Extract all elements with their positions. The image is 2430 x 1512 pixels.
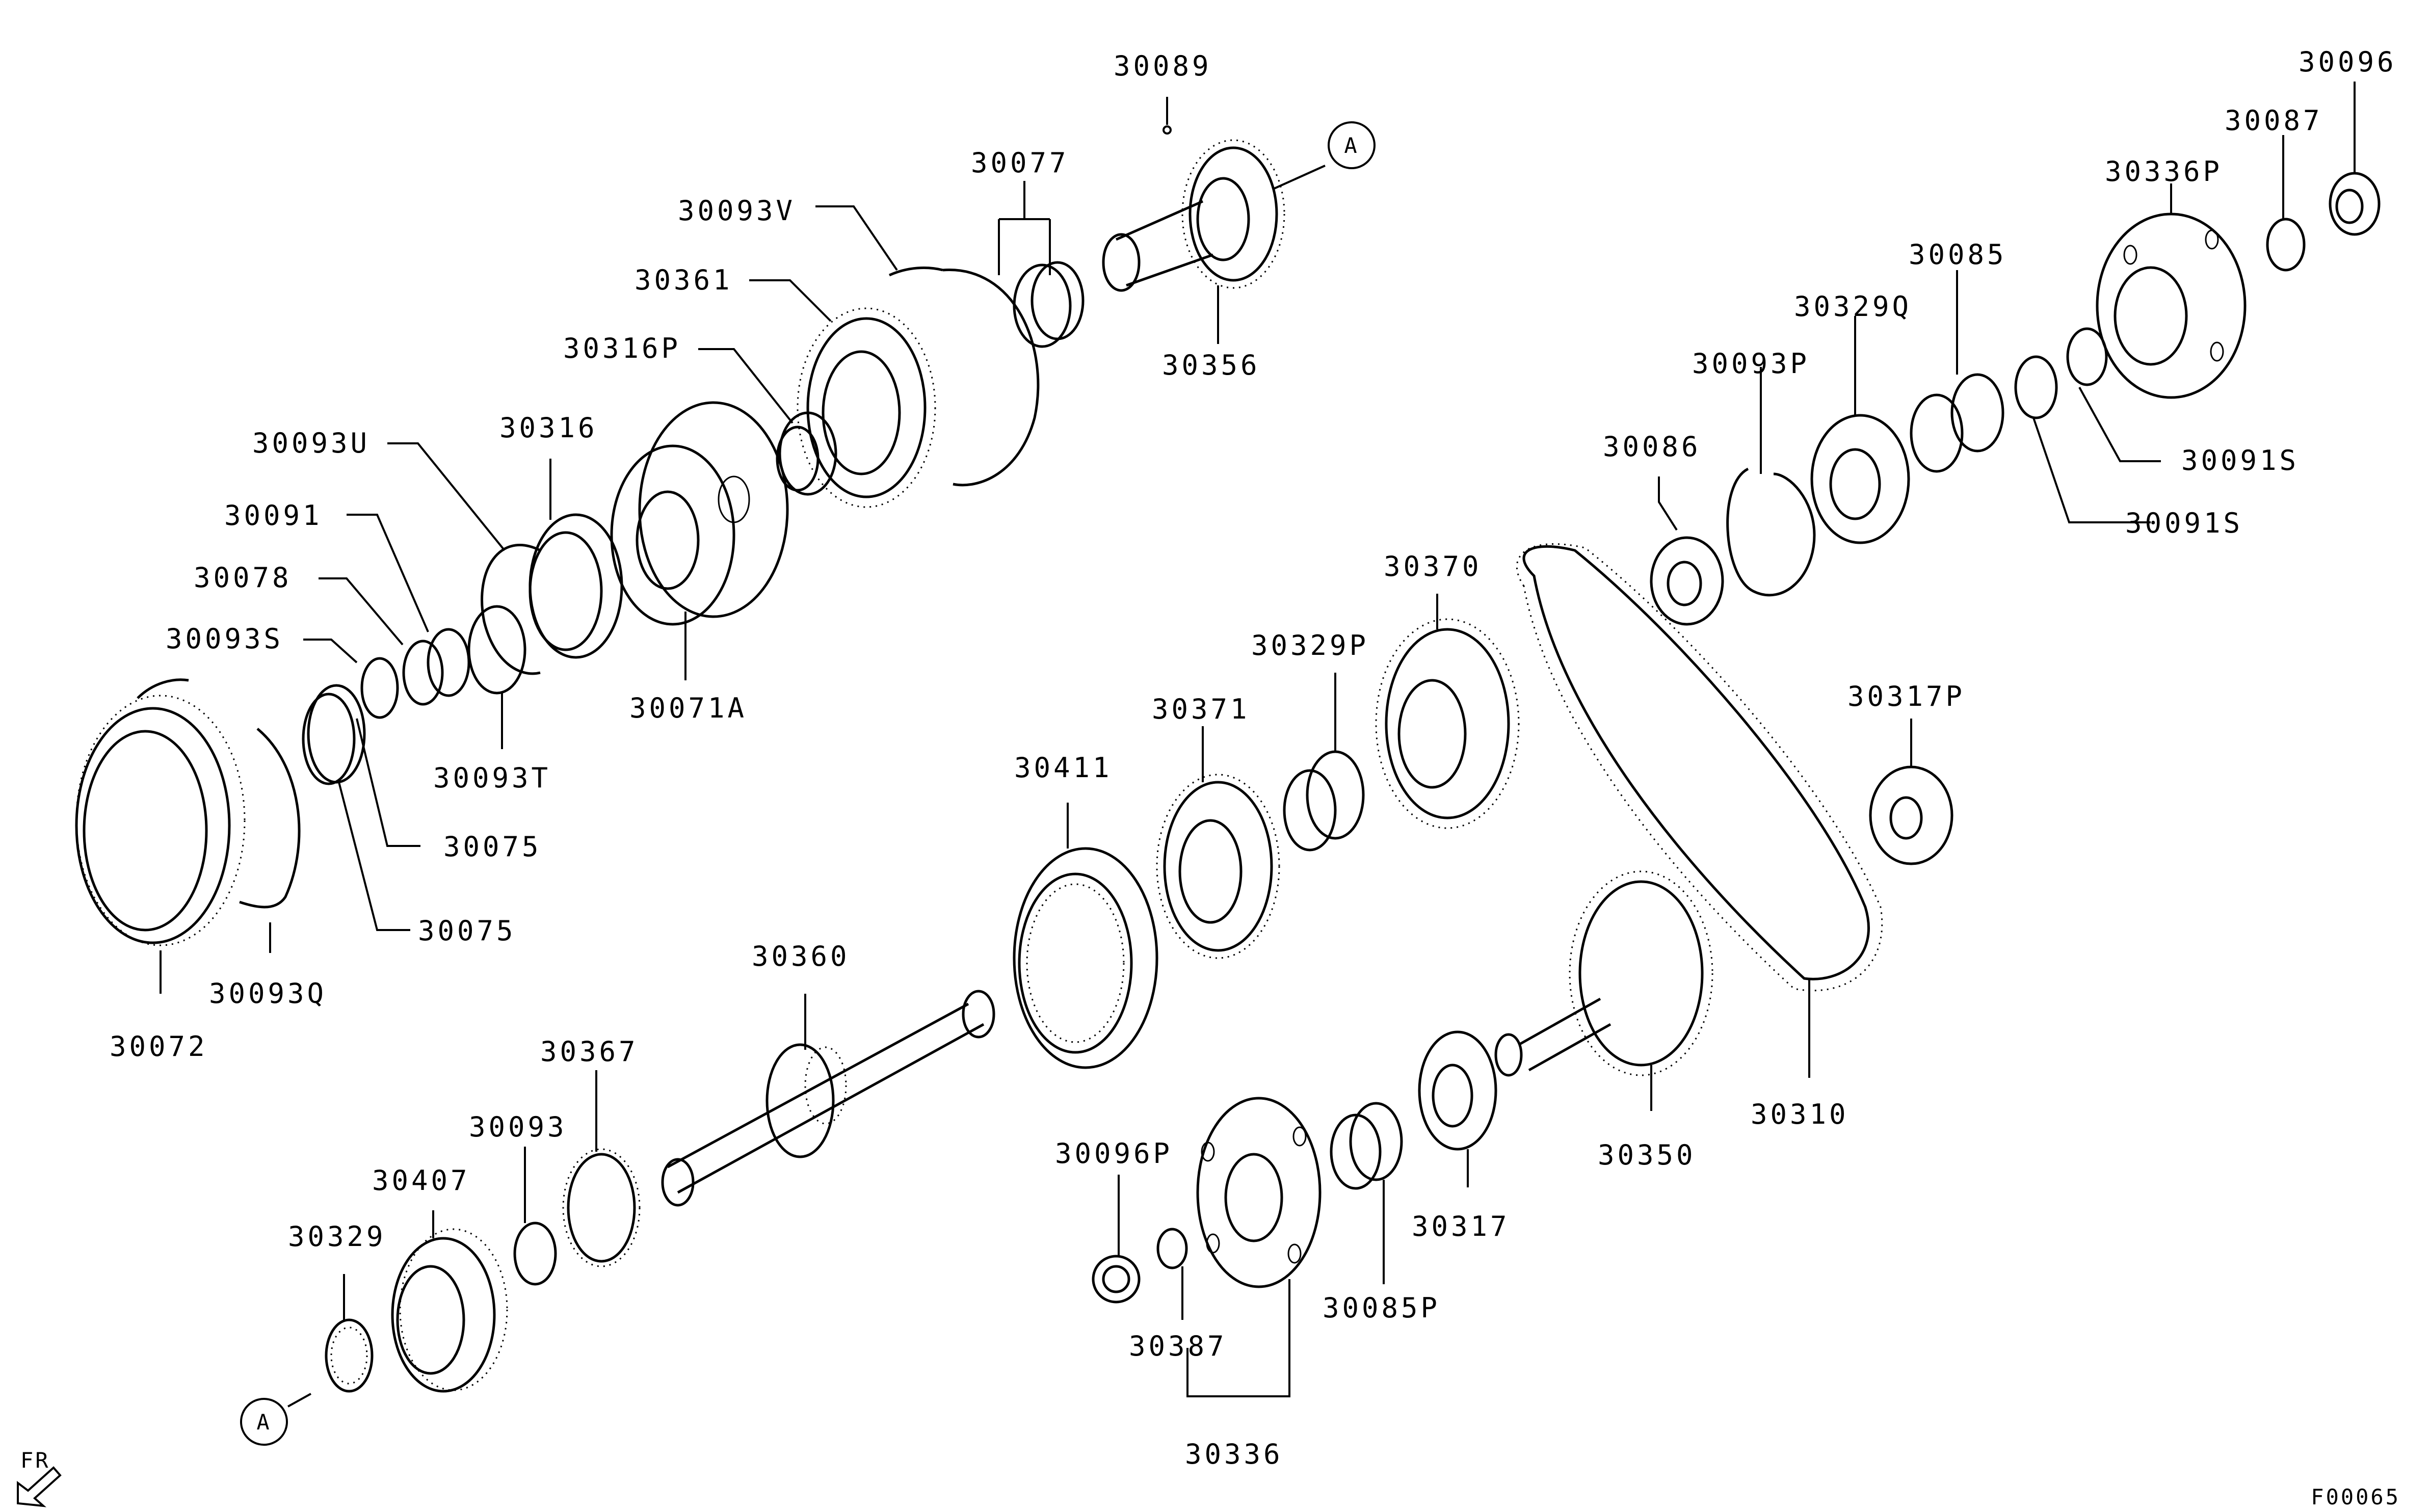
part-snap-ring-30093T: [467, 605, 526, 695]
label-30091Sa: 30091S: [2181, 444, 2299, 476]
svg-text:A: A: [1344, 133, 1359, 158]
label-30089: 30089: [1114, 50, 1212, 82]
label-30093: 30093: [469, 1111, 567, 1143]
label-30096: 30096: [2299, 46, 2397, 78]
leader-lines: [160, 82, 2356, 1408]
label-30387: 30387: [1129, 1330, 1227, 1362]
part-gear-30371: [1156, 774, 1280, 959]
part-nut-30096: [2329, 172, 2381, 236]
label-30371: 30371: [1152, 693, 1250, 725]
label-30091: 30091: [224, 499, 323, 532]
label-30356: 30356: [1162, 349, 1260, 381]
label-30329: 30329: [288, 1221, 386, 1253]
part-bearing-30329Q: [1810, 414, 1910, 544]
label-30360: 30360: [752, 940, 850, 972]
part-sleeve-30411: [1013, 847, 1158, 1069]
label-30075b: 30075: [418, 915, 516, 947]
part-flange-30336: [1196, 1097, 1322, 1288]
part-snap-ring-30093V: [888, 267, 1040, 487]
label-30093S: 30093S: [166, 623, 283, 655]
label-30093V: 30093V: [678, 195, 796, 227]
part-nut-30096P: [1092, 1255, 1141, 1304]
label-30087: 30087: [2225, 104, 2323, 137]
part-labels: 30089 30077 30093V 30361 30356 30316P 30…: [110, 46, 2397, 1470]
label-30370: 30370: [1384, 550, 1482, 582]
label-30329Q: 30329Q: [1794, 290, 1912, 323]
label-30361: 30361: [635, 264, 733, 296]
label-30077: 30077: [971, 147, 1069, 179]
label-30350: 30350: [1598, 1139, 1696, 1171]
part-snap-ring-30093U: [481, 543, 541, 675]
part-washer-30087: [2266, 218, 2306, 272]
part-ring-gear-30072: [75, 678, 246, 946]
front-arrow-icon: [17, 1466, 62, 1507]
label-30411: 30411: [1014, 752, 1113, 784]
front-direction-marker: FR: [17, 1448, 62, 1507]
label-30093U: 30093U: [252, 427, 370, 459]
part-input-gear-30356: [1102, 139, 1285, 292]
part-mainshaft-30360: [661, 990, 995, 1207]
label-30096P: 30096P: [1055, 1137, 1173, 1170]
part-drive-chain-30310: [1516, 543, 1883, 992]
part-snap-ring-30093: [513, 1222, 557, 1286]
label-30093T: 30093T: [433, 762, 551, 794]
label-30091Sb: 30091S: [2125, 507, 2243, 539]
part-snap-ring-30093Q: [239, 728, 301, 909]
part-bushing-30329P: [1283, 750, 1365, 852]
part-ring-30316: [529, 513, 623, 659]
svg-text:FR: FR: [20, 1448, 50, 1473]
part-planet-carrier-30071A: [610, 401, 789, 626]
label-30085P: 30085P: [1323, 1292, 1440, 1324]
part-gear-30367: [562, 1148, 641, 1267]
svg-text:A: A: [256, 1410, 271, 1435]
label-30336P: 30336P: [2105, 155, 2223, 188]
part-sprocket-30370: [1375, 618, 1520, 829]
part-washer-30078: [402, 640, 444, 706]
figure-code: F00065: [2311, 1484, 2400, 1509]
label-30071A: 30071A: [629, 692, 747, 724]
part-snap-rings-30077: [1013, 261, 1085, 348]
part-washers-30091S: [2014, 327, 2108, 419]
label-30072: 30072: [110, 1030, 208, 1063]
part-sun-gear-30361: [797, 307, 936, 508]
label-30093Q: 30093Q: [209, 977, 327, 1010]
label-30336: 30336: [1185, 1438, 1283, 1470]
label-30085: 30085: [1909, 238, 2007, 271]
part-bushing-30085: [1910, 373, 2004, 473]
ref-marker-top: A: [1328, 121, 1376, 169]
part-snap-ring-30093S: [360, 657, 399, 719]
label-30329P: 30329P: [1251, 629, 1369, 661]
part-sprocket-30350: [1494, 870, 1713, 1077]
part-pin-30089: [1163, 125, 1172, 135]
label-30316: 30316: [499, 412, 598, 444]
label-30317: 30317: [1412, 1210, 1510, 1242]
label-30093P: 30093P: [1692, 348, 1810, 380]
part-plate-30086: [1650, 536, 1724, 626]
part-hub-30407: [391, 1228, 508, 1393]
part-flange-30336P: [2096, 213, 2247, 399]
label-30367: 30367: [540, 1036, 639, 1068]
part-bearing-30317P: [1869, 765, 1953, 865]
label-30310: 30310: [1751, 1098, 1849, 1130]
part-washer-30091: [427, 628, 470, 697]
part-washer-30387: [1156, 1228, 1188, 1269]
part-thrust-washers-30075: [302, 684, 366, 785]
part-bearing-30329: [325, 1318, 374, 1393]
ref-marker-bottom: A: [240, 1398, 288, 1446]
part-bushing-30085P: [1330, 1102, 1403, 1190]
label-30075a: 30075: [443, 831, 542, 863]
label-30078: 30078: [194, 562, 292, 594]
part-bearing-30317: [1418, 1030, 1497, 1151]
part-snap-ring-30093P: [1726, 467, 1816, 597]
label-30316P: 30316P: [563, 332, 681, 364]
label-30317P: 30317P: [1847, 680, 1965, 712]
label-30407: 30407: [372, 1164, 470, 1197]
label-30086: 30086: [1603, 431, 1701, 463]
